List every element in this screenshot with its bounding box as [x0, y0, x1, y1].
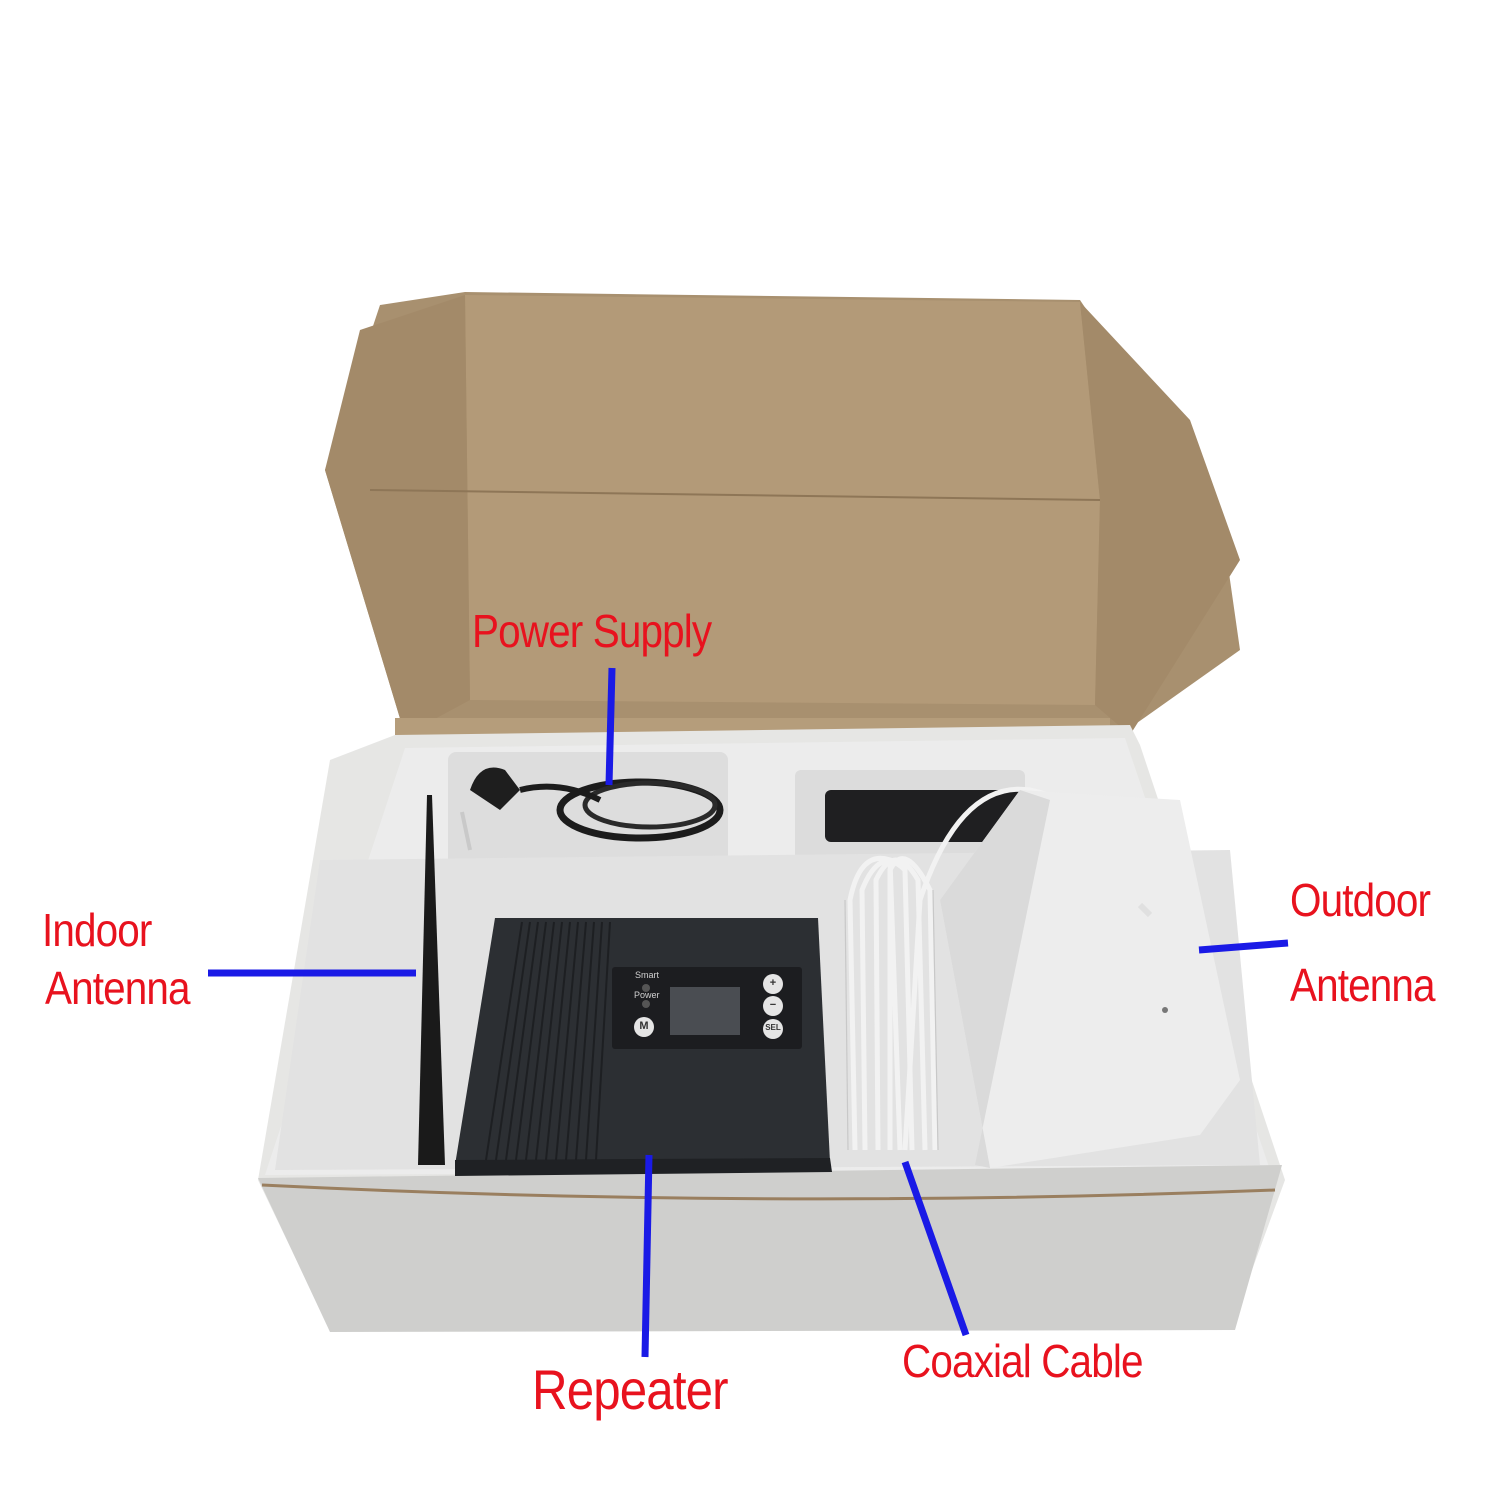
- outdoor-antenna: [940, 790, 1240, 1168]
- leader-lines: [208, 667, 1289, 1358]
- sel-button-glyph: SEL: [765, 1023, 781, 1032]
- box-lid-inner: [465, 295, 1100, 705]
- coaxial-cable-coil: [847, 786, 1143, 1151]
- label-outdoor-antenna-line1: Outdoor: [1290, 874, 1431, 926]
- smart-led: [642, 984, 650, 992]
- m-button: [634, 1017, 654, 1037]
- box-lid-right-flap: [1080, 302, 1240, 735]
- repeater-screen: [670, 987, 740, 1035]
- box-lid-left-flap: [325, 295, 470, 735]
- repeater-unit: [455, 918, 832, 1176]
- label-power-supply: Power Supply: [472, 605, 712, 657]
- label-indoor-antenna-line1: Indoor: [42, 904, 152, 956]
- plus-button-glyph: +: [769, 977, 777, 989]
- leader-power-supply: [605, 667, 616, 786]
- power-cord: [460, 767, 724, 851]
- label-repeater: Repeater: [532, 1358, 729, 1421]
- leader-coaxial-cable: [901, 1160, 970, 1337]
- sel-button: [763, 1019, 783, 1039]
- label-indoor-antenna-line2: Antenna: [45, 962, 191, 1014]
- leader-outdoor-antenna: [1198, 939, 1289, 954]
- m-button-glyph: M: [639, 1020, 649, 1032]
- label-coaxial-cable: Coaxial Cable: [902, 1335, 1143, 1387]
- minus-button: [763, 996, 783, 1016]
- power-indicator-label: Power: [634, 990, 660, 1000]
- plus-button: [763, 974, 783, 994]
- box-front-wall: [258, 1165, 1282, 1332]
- label-outdoor-antenna-line2: Antenna: [1290, 959, 1436, 1011]
- indoor-antenna: [418, 795, 445, 1165]
- power-led: [642, 1000, 650, 1008]
- leader-repeater: [641, 1154, 653, 1358]
- minus-button-glyph: −: [769, 999, 777, 1011]
- smart-indicator-label: Smart: [635, 970, 660, 980]
